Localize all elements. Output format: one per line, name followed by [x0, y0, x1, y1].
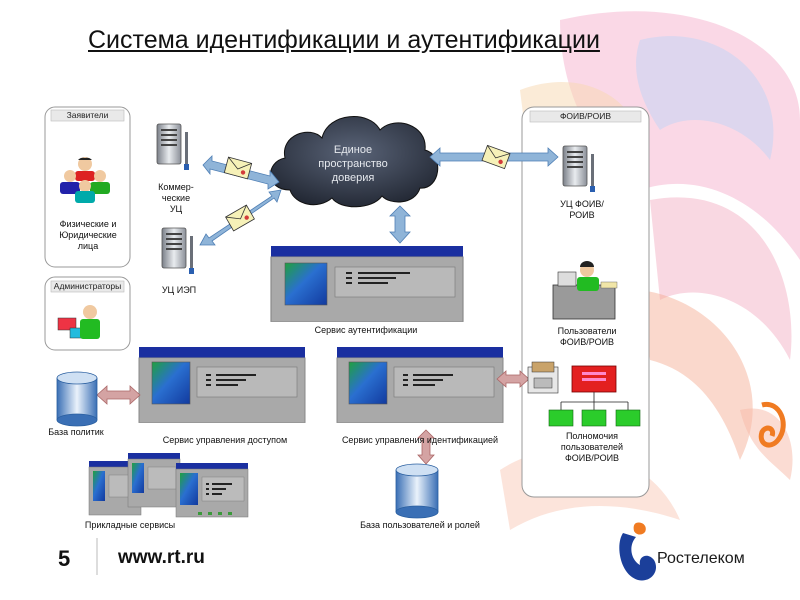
slide-number: 5 [58, 546, 71, 571]
user-db-label: База пользователей и ролей [360, 520, 480, 530]
administrators-panel-header: Администраторы [53, 281, 122, 291]
admin-icon [57, 305, 100, 339]
auth-service-label: Сервис аутентификации [314, 325, 418, 335]
people-group-icon [60, 157, 110, 203]
slide-title: Система идентификации и аутентификации [88, 26, 600, 54]
policy-db-icon [56, 371, 98, 427]
arrows-pink [96, 370, 530, 465]
users-foiv-label: Пользователи ФОИВ/РОИВ [557, 326, 617, 347]
policy-db-label: База политик [48, 427, 104, 437]
trust-space-cloud [270, 116, 439, 208]
trust-space-label: Единое пространство доверия [318, 144, 388, 184]
foiv-user-workstation-icon [552, 261, 618, 320]
app-services-label: Прикладные сервисы [84, 520, 176, 530]
individuals-label: Физические и Юридические лица [59, 219, 117, 251]
envelope-icon [481, 144, 511, 170]
powers-label: Полномочия пользователей ФОИВ/РОИВ [560, 431, 624, 463]
app-services-stack [88, 453, 249, 518]
commercial-ca-server-icon [156, 123, 190, 171]
document-tray-icon [527, 361, 559, 394]
applicants-panel-header: Заявители [66, 110, 109, 120]
right-swirl-logo [758, 401, 786, 448]
user-db-icon [395, 463, 439, 519]
rostelecom-logo-icon [619, 522, 657, 581]
access-service-label: Сервис управления доступом [162, 435, 288, 445]
identity-service-label: Сервис управления идентификацией [341, 435, 499, 445]
site-url: www.rt.ru [118, 547, 205, 568]
ca-iep-server-icon [161, 227, 195, 275]
envelope-icon [223, 156, 253, 180]
foiv-panel-header: ФОИВ/РОИВ [559, 111, 612, 121]
brand-name: Ростелеком [657, 550, 745, 567]
commercial-ca-label: Коммер-ческие УЦ [158, 182, 194, 214]
ca-iep-label: УЦ ИЭП [161, 285, 197, 295]
powers-hierarchy [548, 365, 641, 427]
ca-foiv-label: УЦ ФОИВ/ РОИВ [560, 199, 604, 220]
